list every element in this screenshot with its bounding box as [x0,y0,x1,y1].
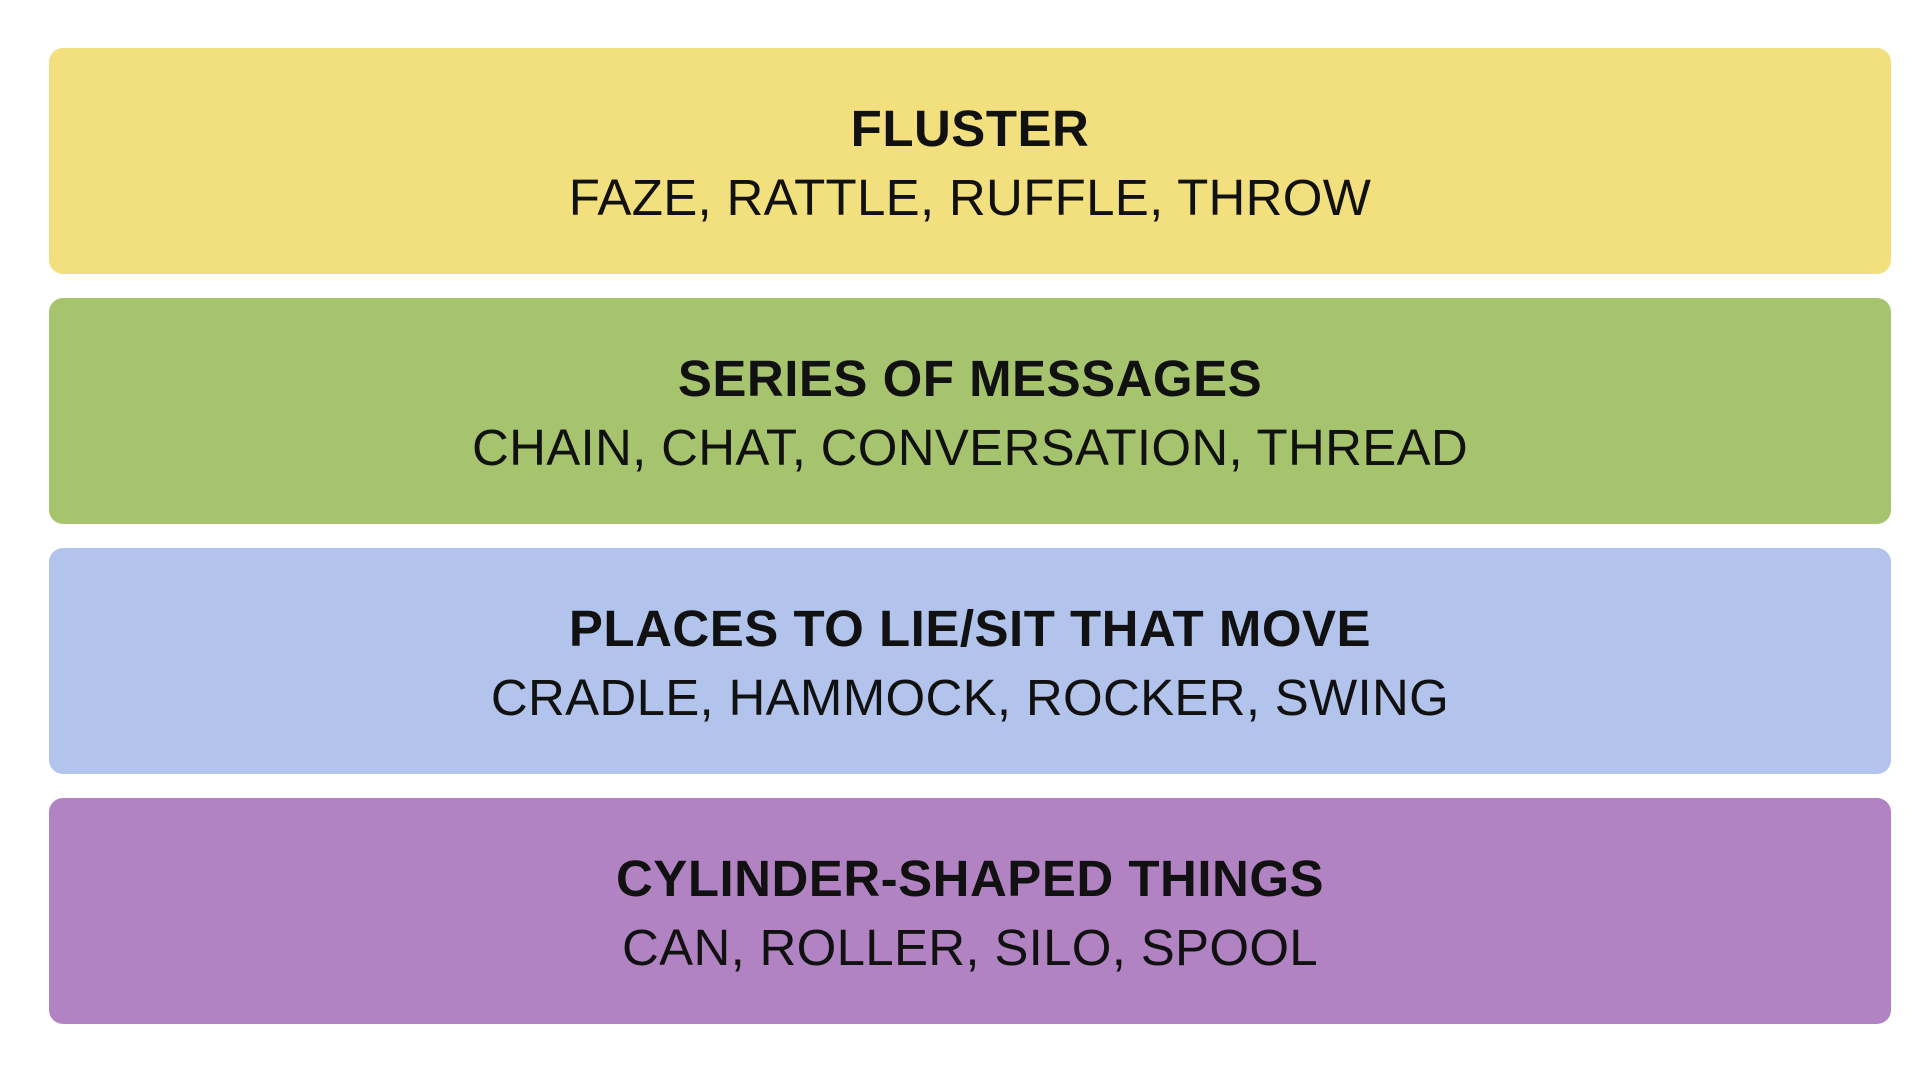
group-purple: CYLINDER-SHAPED THINGS CAN, ROLLER, SILO… [49,798,1891,1024]
group-title: FLUSTER [850,100,1090,158]
group-words: CAN, ROLLER, SILO, SPOOL [622,919,1318,976]
group-yellow: FLUSTER FAZE, RATTLE, RUFFLE, THROW [49,48,1891,274]
group-title: SERIES OF MESSAGES [677,350,1263,408]
group-words: FAZE, RATTLE, RUFFLE, THROW [568,169,1372,226]
group-words: CRADLE, HAMMOCK, ROCKER, SWING [490,669,1450,726]
group-title: CYLINDER-SHAPED THINGS [615,850,1325,908]
group-title: PLACES TO LIE/SIT THAT MOVE [568,600,1372,658]
solved-groups-board: FLUSTER FAZE, RATTLE, RUFFLE, THROW SERI… [49,48,1891,1024]
group-words: CHAIN, CHAT, CONVERSATION, THREAD [471,419,1468,476]
group-green: SERIES OF MESSAGES CHAIN, CHAT, CONVERSA… [49,298,1891,524]
group-blue: PLACES TO LIE/SIT THAT MOVE CRADLE, HAMM… [49,548,1891,774]
